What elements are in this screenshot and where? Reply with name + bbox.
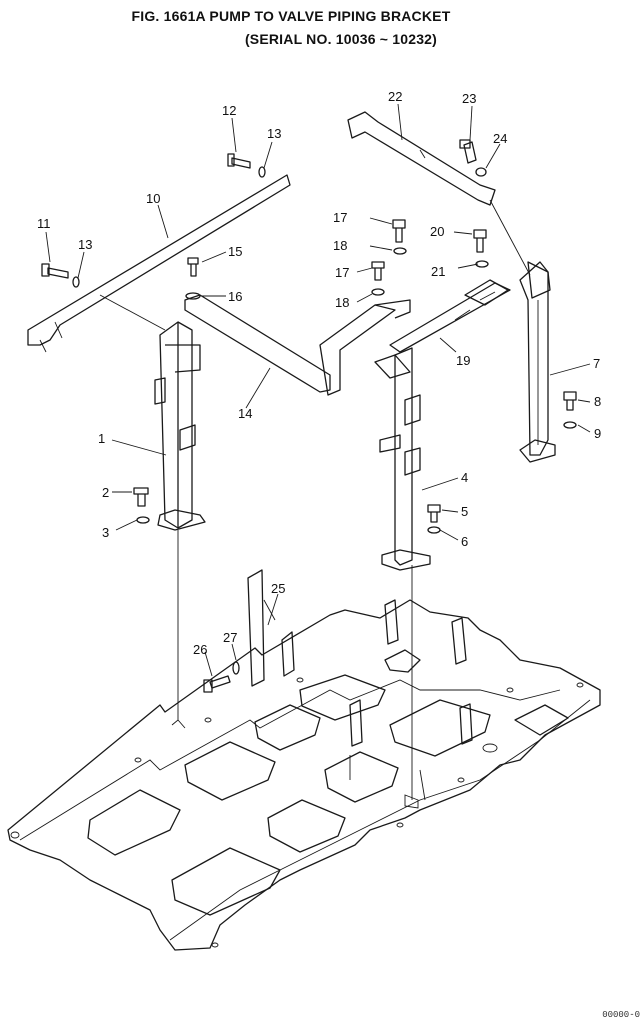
bracket-14 [184,294,411,396]
callout-16: 16 [228,289,242,304]
base-plate [7,599,601,951]
callout-8: 8 [594,394,601,409]
callout-22: 22 [388,89,402,104]
leader-lines [45,103,591,677]
callout-18b: 18 [335,295,349,310]
callout-12: 12 [222,103,236,118]
callout-13b: 13 [78,237,92,252]
callout-27: 27 [223,630,237,645]
callout-19: 19 [456,353,470,368]
callout-9: 9 [594,426,601,441]
bar-22 [347,111,531,276]
callout-15: 15 [228,244,242,259]
callout-23: 23 [462,91,476,106]
bracket-7-right-post [519,261,556,463]
bracket-1-left-post [154,321,206,729]
callout-25: 25 [271,581,285,596]
part-callouts: 1 2 3 4 5 6 7 8 9 10 11 12 13 13 14 15 1… [37,89,601,657]
callout-17b: 17 [335,265,349,280]
callout-18a: 18 [333,238,347,253]
callout-14: 14 [238,406,252,421]
callout-26: 26 [193,642,207,657]
figure-title: FIG. 1661A PUMP TO VALVE PIPING BRACKET [131,8,451,24]
bar-19 [389,279,511,353]
callout-1: 1 [98,431,105,446]
callout-10: 10 [146,191,160,206]
bracket-4-middle-post [374,347,431,809]
callout-5: 5 [461,504,468,519]
callout-7: 7 [593,356,600,371]
callout-11: 11 [37,216,51,231]
callout-3: 3 [102,525,109,540]
figure-subtitle: (SERIAL NO. 10036 ~ 10232) [244,31,438,47]
callout-24: 24 [493,131,507,146]
callout-4: 4 [461,470,468,485]
callout-2: 2 [102,485,109,500]
callout-17a: 17 [333,210,347,225]
fasteners [41,139,577,693]
bar-10 [27,174,291,353]
callout-20: 20 [430,224,444,239]
callout-21: 21 [431,264,445,279]
callout-13a: 13 [267,126,281,141]
callout-6: 6 [461,534,468,549]
drawing-code: 00000-0 [602,1010,640,1020]
bracket-25 [247,569,295,687]
